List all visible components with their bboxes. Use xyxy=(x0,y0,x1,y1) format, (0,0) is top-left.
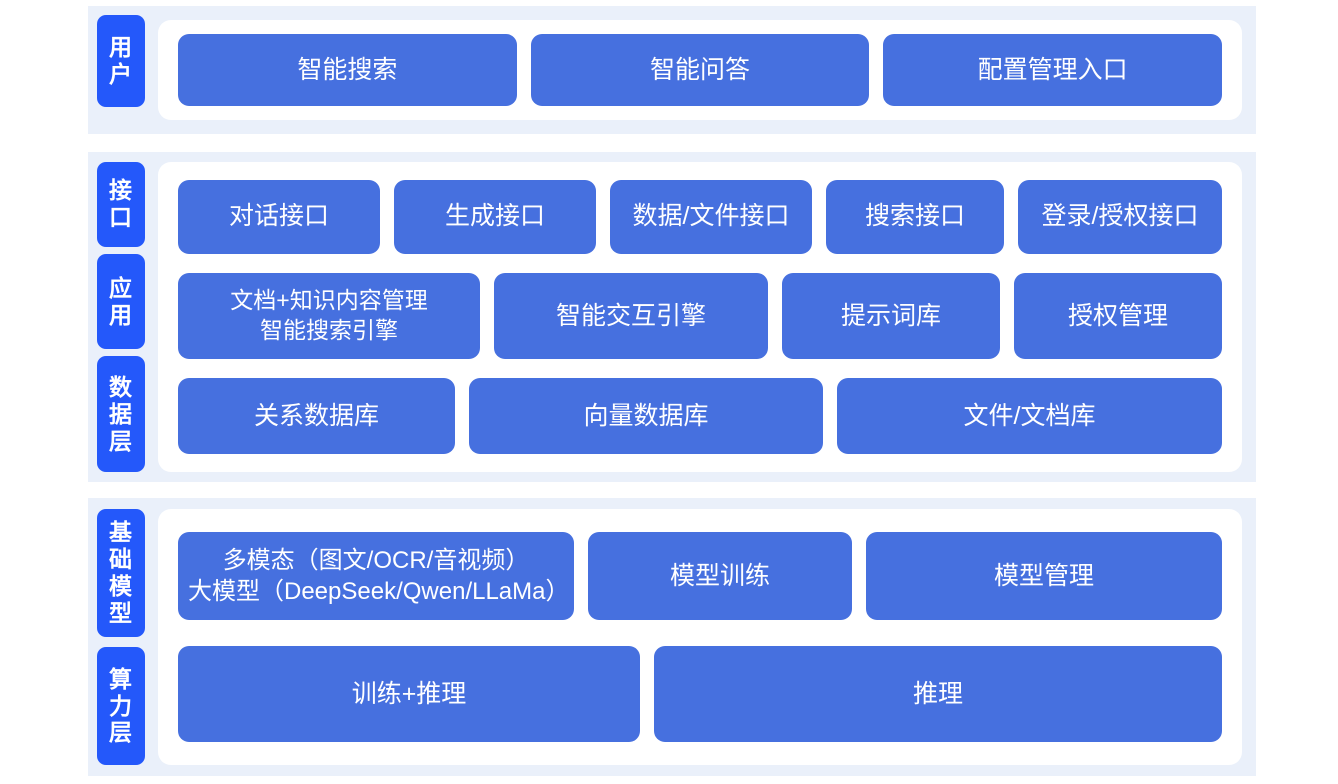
layer-tab-column-base: 基础模型 算力层 xyxy=(88,498,154,776)
row-data-layer: 关系数据库 向量数据库 文件/文档库 xyxy=(158,378,1242,455)
layer-tab-column-user: 用户 xyxy=(88,6,154,134)
node-data-file-api[interactable]: 数据/文件接口 xyxy=(610,179,812,254)
tab-user[interactable]: 用户 xyxy=(97,15,145,107)
layer-group-middle: 接口 应用 数据层 对话接口 生成接口 数据/文件接口 搜索接口 登录/授权接口… xyxy=(88,152,1256,482)
node-vector-database[interactable]: 向量数据库 xyxy=(469,378,823,455)
node-training-plus-inference[interactable]: 训练+推理 xyxy=(178,646,640,742)
node-intelligent-interaction-engine[interactable]: 智能交互引擎 xyxy=(494,272,768,359)
layer-panel-user: 智能搜索 智能问答 配置管理入口 xyxy=(158,20,1242,120)
node-doc-knowledge-content-management[interactable]: 文档+知识内容管理 智能搜索引擎 xyxy=(178,272,480,359)
row-interface: 对话接口 生成接口 数据/文件接口 搜索接口 登录/授权接口 xyxy=(158,179,1242,254)
node-file-document-store[interactable]: 文件/文档库 xyxy=(837,378,1222,455)
row-user: 智能搜索 智能问答 配置管理入口 xyxy=(158,34,1242,106)
node-generation-api[interactable]: 生成接口 xyxy=(394,179,596,254)
row-foundation-model: 多模态（图文/OCR/音视频） 大模型（DeepSeek/Qwen/LLaMa）… xyxy=(158,532,1242,620)
tab-application[interactable]: 应用 xyxy=(97,253,145,350)
node-intelligent-qa[interactable]: 智能问答 xyxy=(530,34,870,106)
layer-group-base: 基础模型 算力层 多模态（图文/OCR/音视频） 大模型（DeepSeek/Qw… xyxy=(88,498,1256,776)
node-relational-database[interactable]: 关系数据库 xyxy=(178,378,455,455)
node-model-management[interactable]: 模型管理 xyxy=(866,532,1222,620)
node-authorization-management[interactable]: 授权管理 xyxy=(1014,272,1222,359)
node-dialog-api[interactable]: 对话接口 xyxy=(178,179,380,254)
tab-compute-layer[interactable]: 算力层 xyxy=(97,647,145,765)
node-login-auth-api[interactable]: 登录/授权接口 xyxy=(1018,179,1222,254)
tab-data-layer[interactable]: 数据层 xyxy=(97,356,145,472)
node-config-management-entry[interactable]: 配置管理入口 xyxy=(883,34,1223,106)
row-application: 文档+知识内容管理 智能搜索引擎 智能交互引擎 提示词库 授权管理 xyxy=(158,272,1242,359)
tab-interface[interactable]: 接口 xyxy=(97,162,145,247)
layer-tab-column-middle: 接口 应用 数据层 xyxy=(88,152,154,482)
layer-panel-base: 多模态（图文/OCR/音视频） 大模型（DeepSeek/Qwen/LLaMa）… xyxy=(158,509,1242,765)
node-prompt-library[interactable]: 提示词库 xyxy=(782,272,1000,359)
node-intelligent-search[interactable]: 智能搜索 xyxy=(178,34,517,106)
node-inference[interactable]: 推理 xyxy=(654,646,1222,742)
layer-group-user: 用户 智能搜索 智能问答 配置管理入口 xyxy=(88,6,1256,134)
tab-foundation-model[interactable]: 基础模型 xyxy=(97,509,145,637)
layer-panel-middle: 对话接口 生成接口 数据/文件接口 搜索接口 登录/授权接口 文档+知识内容管理… xyxy=(158,162,1242,472)
node-multimodal-large-model[interactable]: 多模态（图文/OCR/音视频） 大模型（DeepSeek/Qwen/LLaMa） xyxy=(178,532,574,620)
node-model-training[interactable]: 模型训练 xyxy=(588,532,852,620)
row-compute-layer: 训练+推理 推理 xyxy=(158,646,1242,742)
node-search-api[interactable]: 搜索接口 xyxy=(826,179,1004,254)
